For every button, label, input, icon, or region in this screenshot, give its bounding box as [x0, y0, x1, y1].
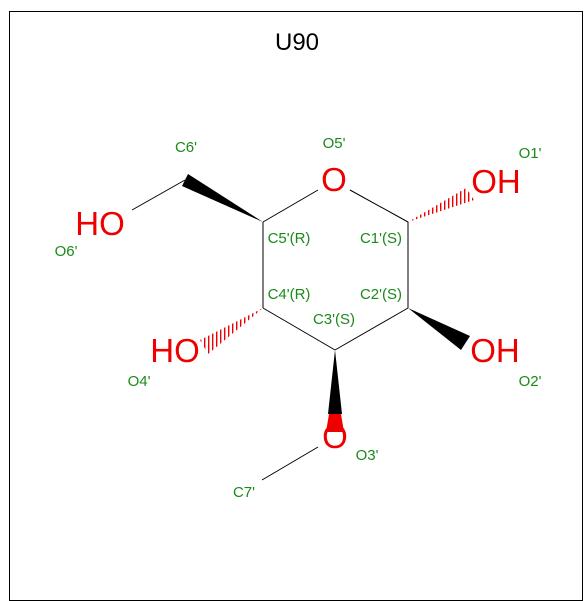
- label-c6: C6': [175, 139, 197, 156]
- bond-c2-c3: [334, 307, 409, 351]
- hash-c1-o1: [408, 188, 474, 222]
- bond-c5-o5: [262, 189, 319, 223]
- atom-o2: OH: [470, 332, 520, 369]
- label-c1: C1'(S): [360, 230, 402, 247]
- bond-c6-o6: [131, 179, 186, 211]
- molecule-title: U90: [275, 29, 319, 56]
- diagram-frame: [9, 11, 583, 601]
- bond-c3-c4: [262, 307, 336, 351]
- label-o4: O4': [128, 373, 151, 390]
- atom-o4: HO: [150, 332, 200, 369]
- atom-o6: HO: [75, 205, 125, 242]
- label-o5: O5': [323, 135, 346, 152]
- bond-o3-c7: [261, 446, 319, 481]
- hash-c4-o4: [200, 308, 263, 354]
- wedge-c2-o2: [408, 308, 470, 350]
- wedge-c5-c6: [182, 174, 263, 222]
- wedge-c3-o3-red: [326, 414, 344, 432]
- atom-o1: OH: [471, 163, 521, 200]
- label-o3: O3': [356, 447, 379, 464]
- ring-bonds: [131, 179, 409, 481]
- label-o6: O6': [55, 243, 78, 260]
- label-c7: C7': [233, 484, 255, 501]
- atom-o3: O: [322, 418, 348, 455]
- label-c4: C4'(R): [268, 286, 311, 303]
- label-o1: O1': [519, 145, 542, 162]
- bond-o5-c1: [349, 189, 409, 223]
- label-c2: C2'(S): [360, 286, 402, 303]
- atom-o5: O: [321, 161, 347, 198]
- molecule-diagram: U90 O OH OH O HO HO C6' O5' O1' O6' C5'(…: [55, 29, 542, 501]
- label-o2: O2': [519, 373, 542, 390]
- wedge-c3-o3: [328, 350, 342, 414]
- label-c5: C5'(R): [268, 230, 311, 247]
- label-c3: C3'(S): [313, 311, 355, 328]
